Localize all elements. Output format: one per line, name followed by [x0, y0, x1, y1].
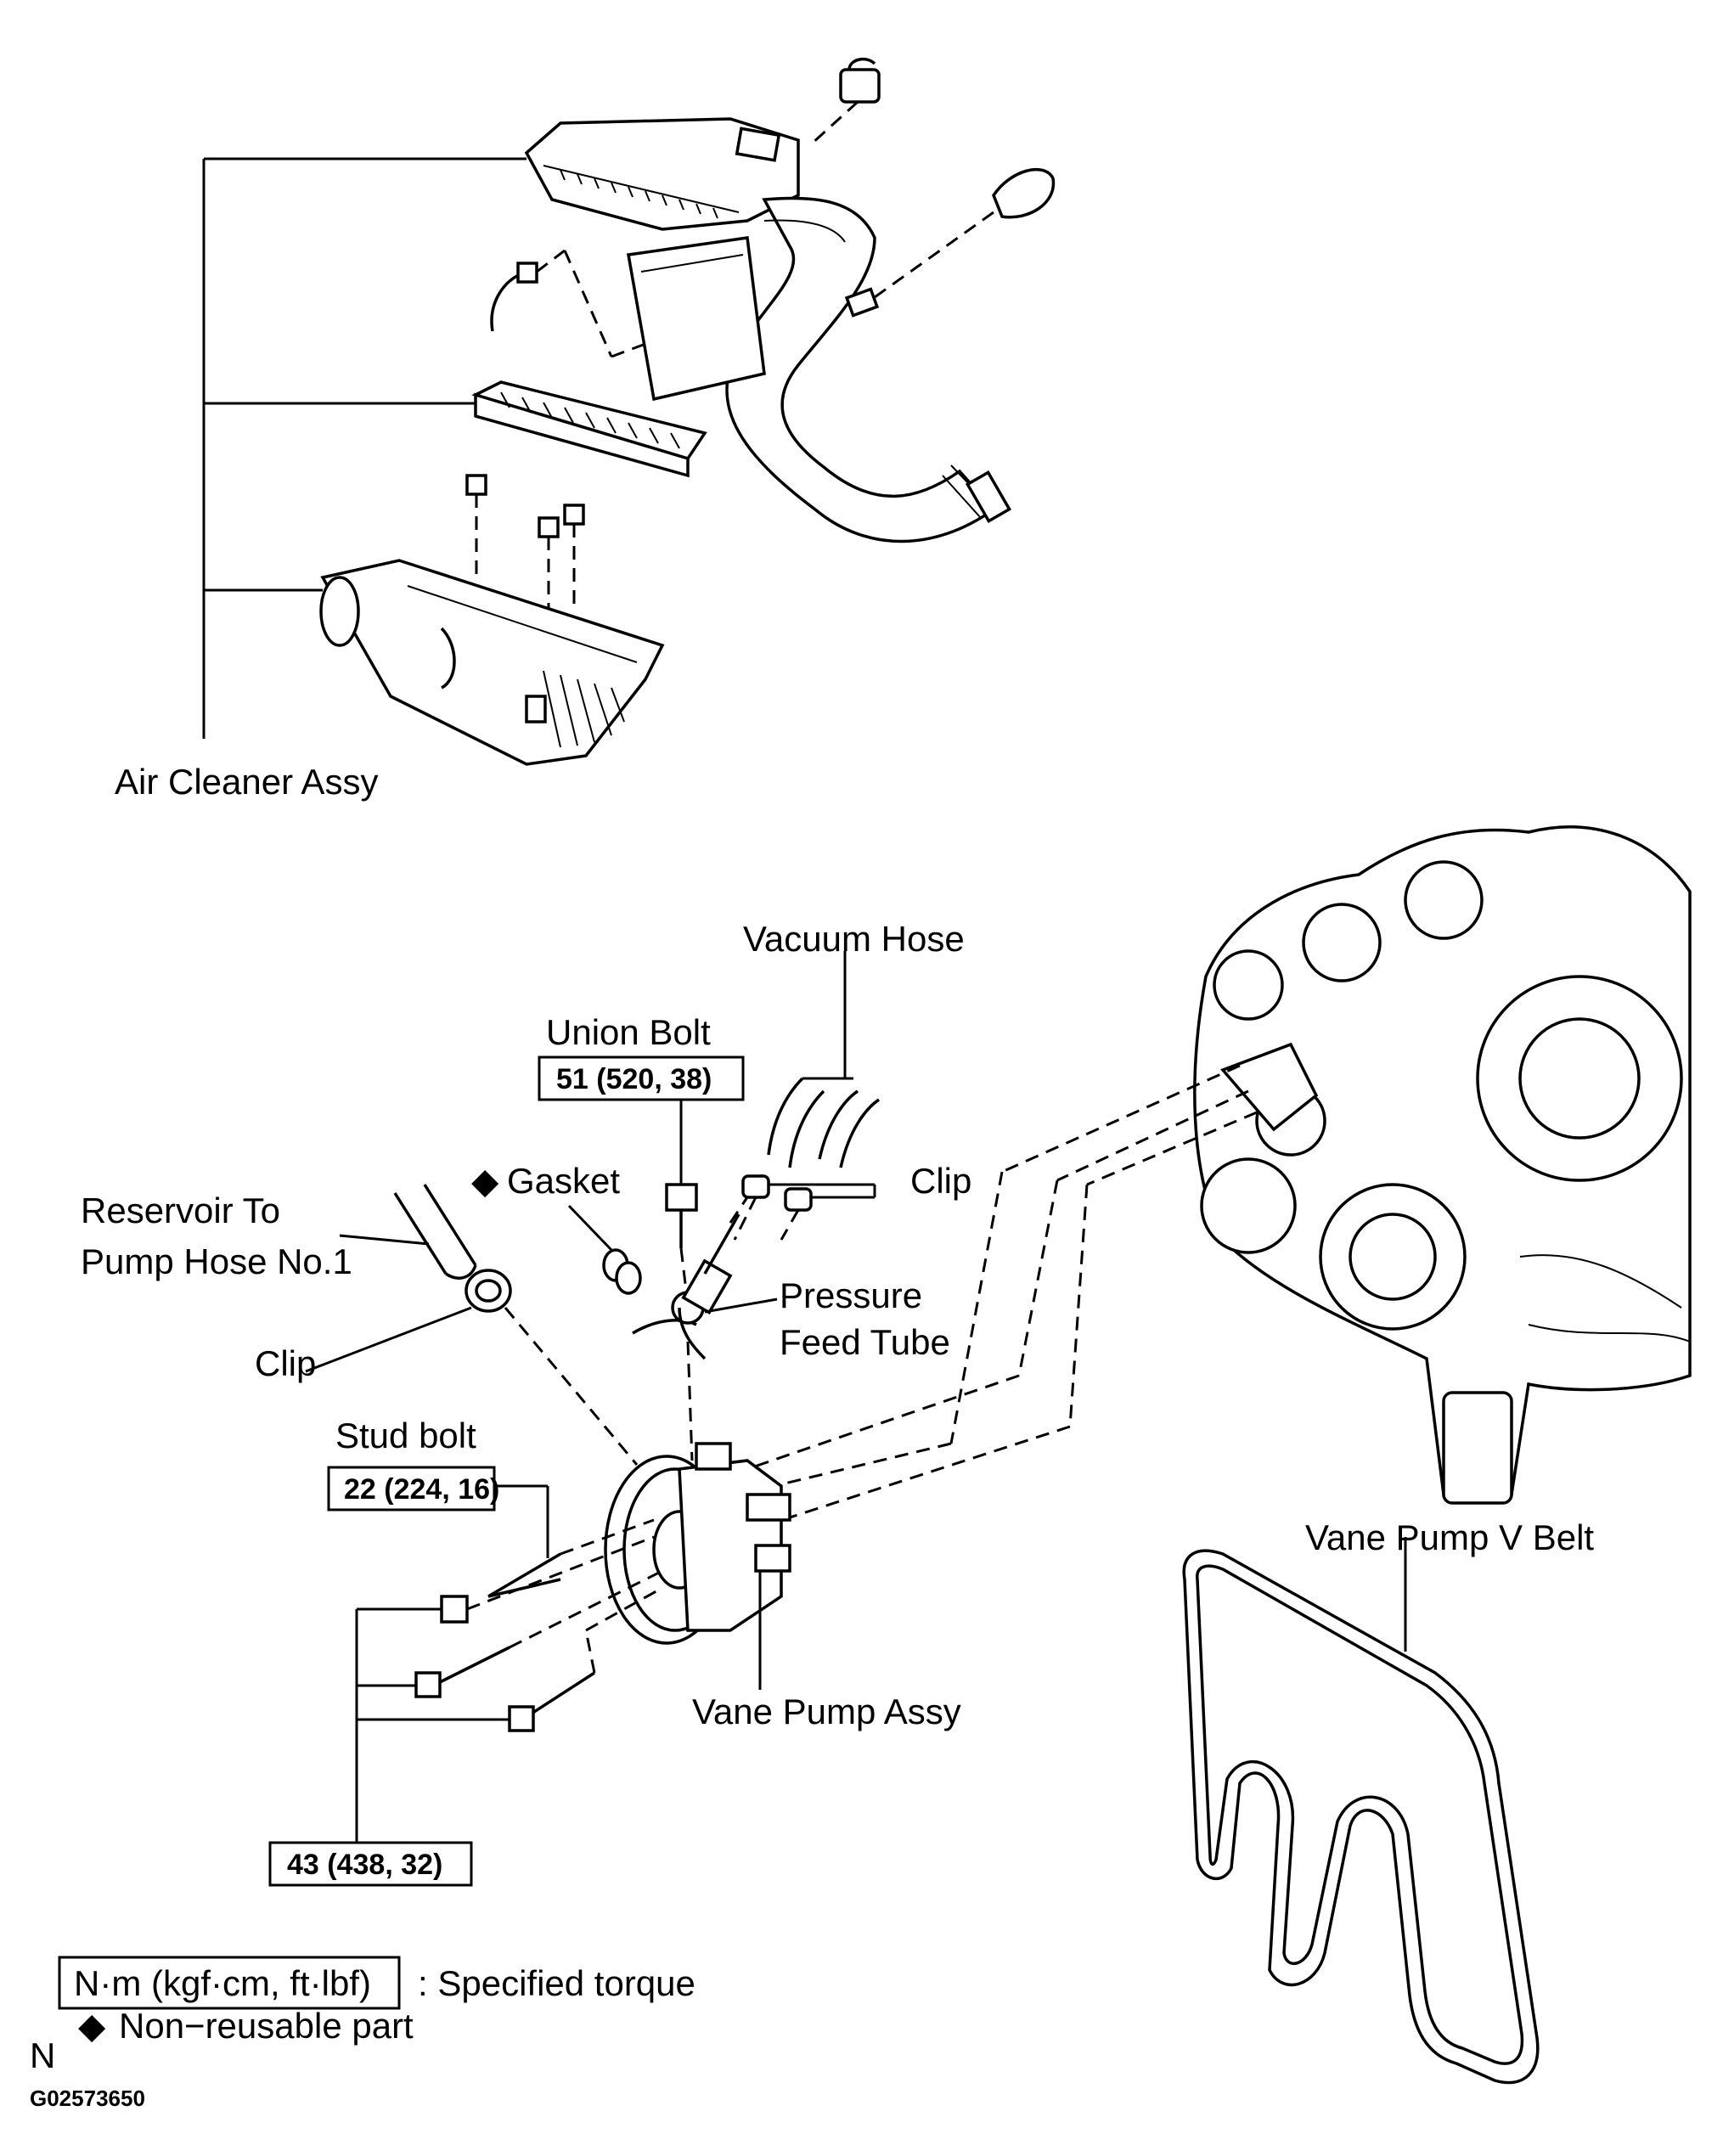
reservoir-clip [305, 1269, 639, 1466]
legend: N·m (kgf·cm, ft·lbf) : Specified torque … [30, 1956, 695, 2111]
vane-pump-assy [604, 1442, 791, 1690]
vane-pump-assy-label: Vane Pump Assy [692, 1692, 961, 1731]
legend-torque-box [58, 1956, 401, 2010]
gasket-label: Gasket [507, 1161, 620, 1201]
clip-left-label: Clip [255, 1343, 316, 1383]
stud-bolt [487, 1518, 655, 1598]
vacuum-hoses [767, 951, 881, 1168]
mount-bolt-torque: 43 (438, 32) [287, 1849, 442, 1881]
stud-bolt-torque: 22 (224, 16) [344, 1473, 499, 1506]
union-bolt-label: Union Bolt [546, 1012, 711, 1052]
air-cleaner-case [319, 559, 665, 766]
union-bolt [665, 1095, 698, 1292]
pressure-feed-label-line2: Feed Tube [780, 1322, 950, 1362]
legend-torque-unit: N·m (kgf·cm, ft·lbf) [74, 1963, 371, 2003]
upper-clips [733, 1174, 876, 1241]
legend-torque-desc: : Specified torque [418, 1963, 695, 2003]
air-cleaner-assy-label: Air Cleaner Assy [115, 762, 378, 802]
resonator [626, 236, 766, 402]
pump-mounting-bolts [414, 1535, 663, 1732]
reservoir-hose-label-line1: Reservoir To [81, 1191, 280, 1230]
air-cleaner-group: Air Cleaner Assy [115, 57, 1056, 802]
mount-bolt-bracket [355, 1607, 510, 1851]
vacuum-hose-label: Vacuum Hose [743, 919, 965, 959]
reservoir-hose-label-line2: Pump Hose No.1 [81, 1241, 352, 1281]
union-bolt-torque-box [538, 1055, 745, 1101]
mount-bolt-torque-box [268, 1841, 473, 1887]
air-filter-element [471, 380, 707, 478]
air-cleaner-cap [524, 117, 800, 231]
corner-mark: N [30, 2035, 55, 2075]
pressure-feed-label-line1: Pressure [780, 1275, 922, 1315]
union-bolt-torque: 51 (520, 38) [556, 1063, 712, 1095]
air-cleaner-bracket [202, 157, 526, 739]
vane-pump-v-belt [1182, 1537, 1540, 2085]
nonreusable-mark-gasket: ◆ [471, 1161, 499, 1201]
figure-code: G02573650 [30, 2086, 145, 2111]
pump-to-engine-dash-lines [738, 1064, 1258, 1530]
small-hose-left [490, 249, 646, 358]
engine-block [1193, 825, 1692, 1505]
clip-upper-label: Clip [910, 1161, 971, 1201]
pressure-feed-tube [632, 1171, 766, 1461]
reservoir-hose [339, 1184, 477, 1280]
gasket [567, 1204, 642, 1295]
legend-diamond: ◆ [78, 2006, 106, 2046]
air-intake-hose [725, 196, 1012, 543]
v-belt-label: Vane Pump V Belt [1305, 1517, 1594, 1557]
stud-bolt-torque-box [327, 1466, 496, 1511]
legend-nonreusable-desc: Non−reusable part [119, 2006, 414, 2046]
stud-bolt-label: Stud bolt [335, 1416, 476, 1455]
mass-air-flow-connector [809, 57, 881, 146]
intake-air-temp-sensor [844, 168, 1056, 318]
